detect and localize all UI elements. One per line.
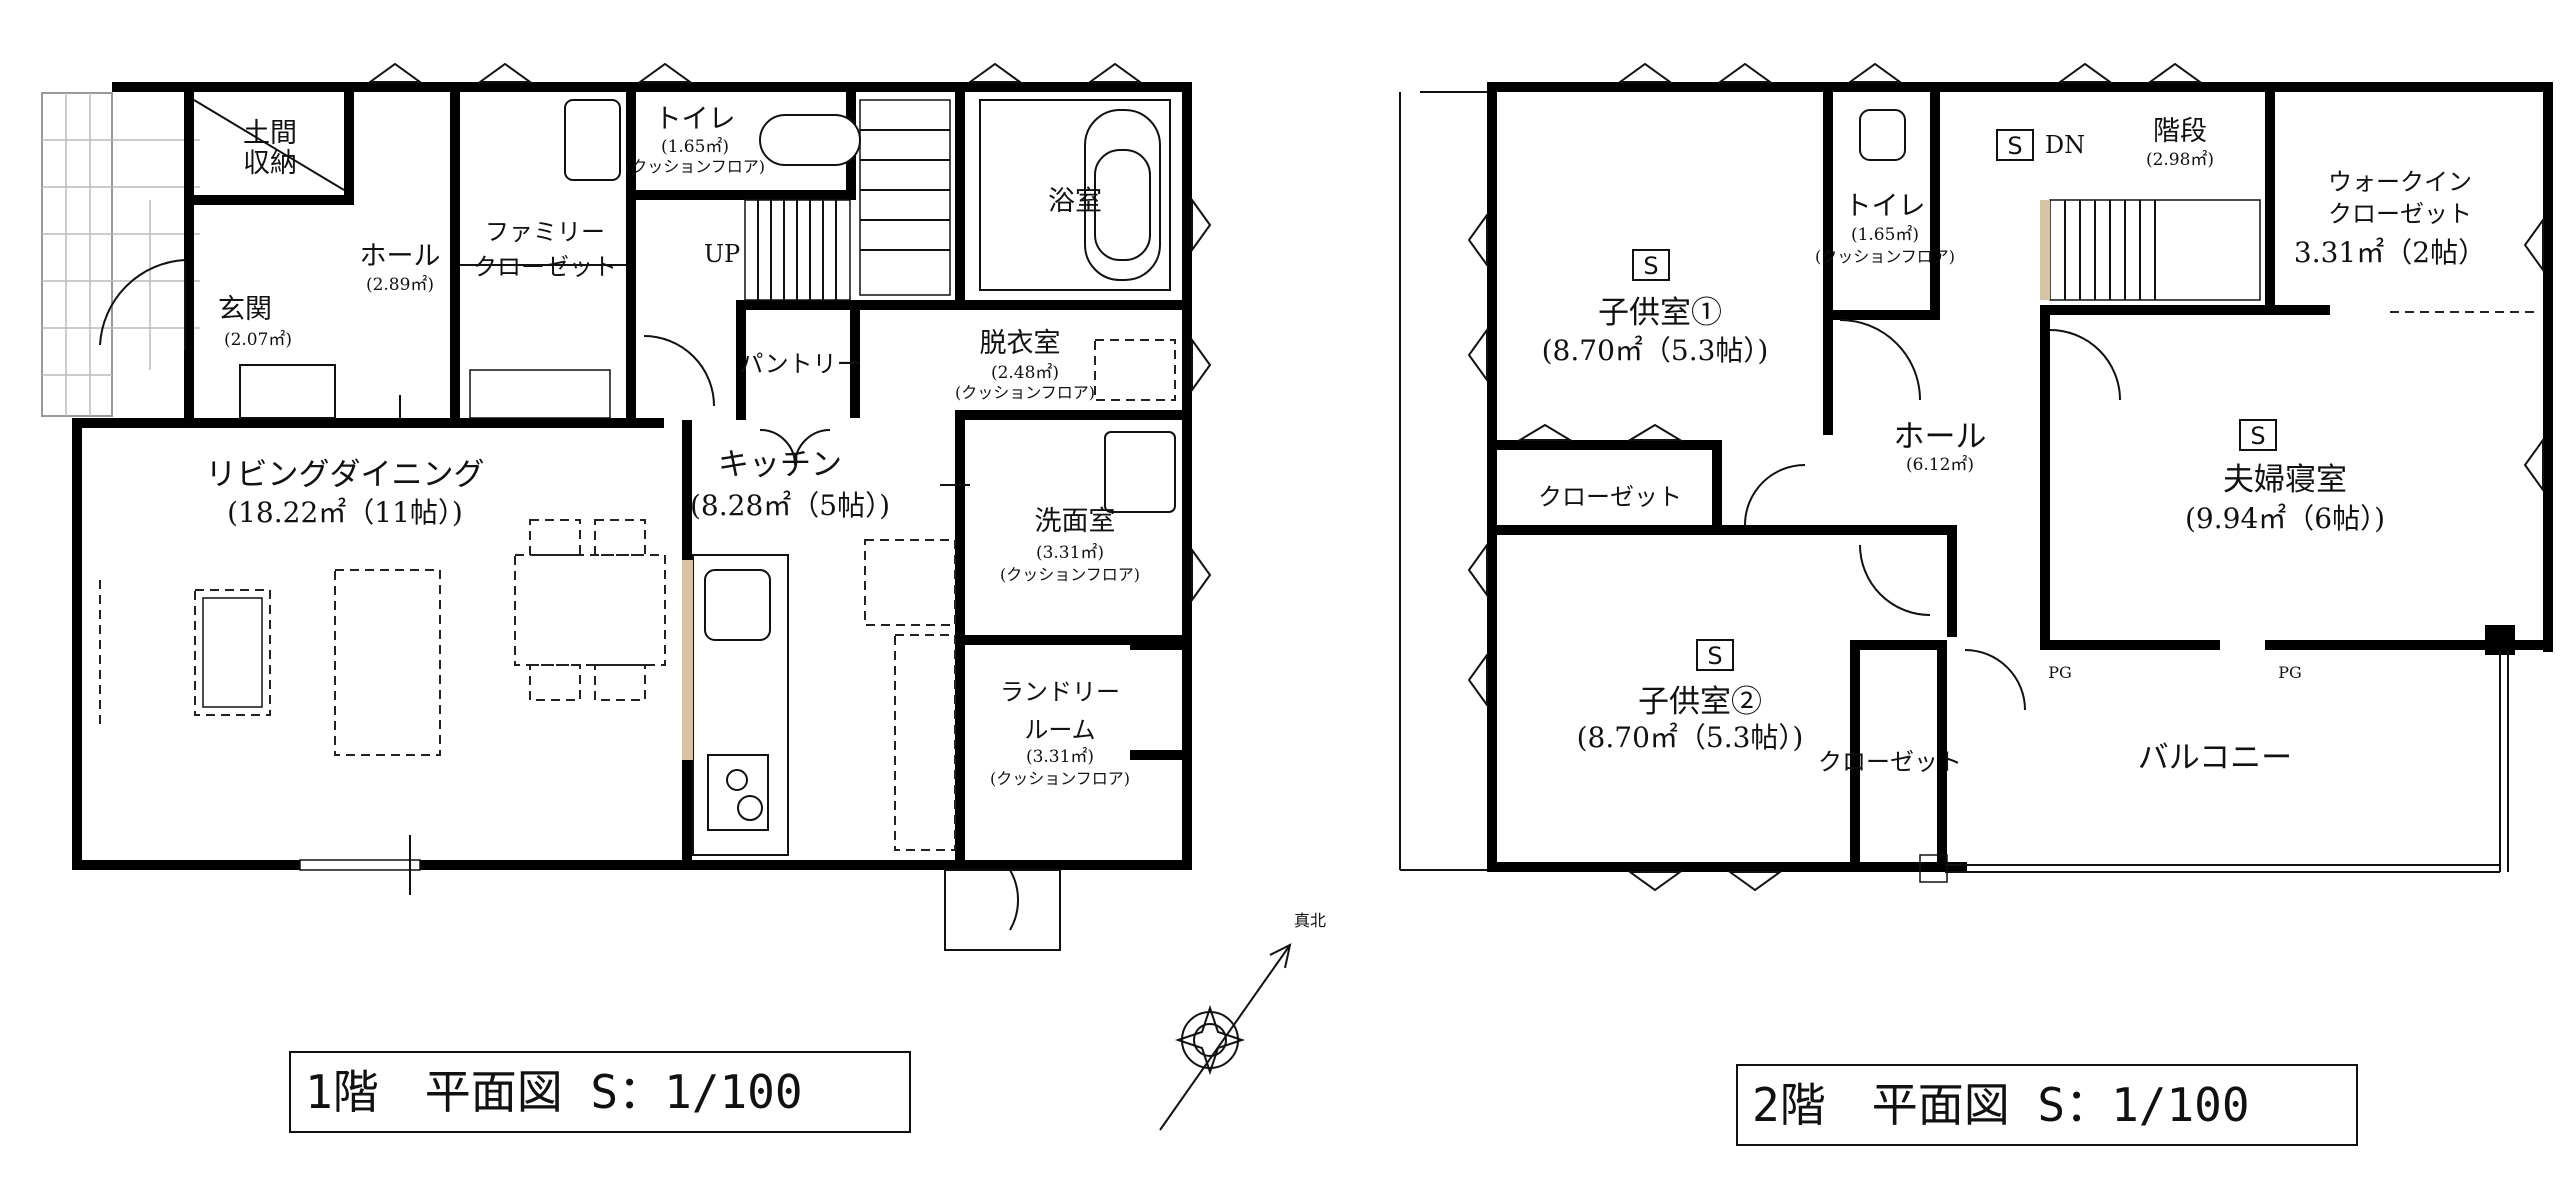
storage-label: 収納 [243, 148, 297, 179]
toilet-room-f2: トイレ (1.65㎡) (クッションフロア) [1815, 109, 1955, 401]
hall-area: (2.89㎡) [366, 275, 434, 295]
toilet-note-f2: (クッションフロア) [1815, 247, 1955, 266]
floor1-plan: 土間 収納 玄関 (2.07㎡) ホール (2.89㎡) ファミリー クローゼッ… [41, 62, 1212, 951]
master-s-mark: S [2250, 422, 2265, 450]
hall-f2: ホール (6.12㎡) [1859, 329, 2121, 711]
laundry-area: (3.31㎡) [1026, 747, 1094, 767]
child2-area: (8.70㎡（5.3帖）) [1577, 721, 1804, 754]
child1-label: 子供室① [1598, 295, 1722, 331]
toilet-note-f1: (クッションフロア) [625, 157, 765, 176]
floor1-title: 1階 平面図 S：1/100 [305, 1065, 803, 1119]
pg2-label: PG [2278, 663, 2302, 682]
child2-label: 子供室② [1638, 684, 1762, 720]
pg1-label: PG [2048, 663, 2072, 682]
wic-label1: ウォークイン [2328, 168, 2472, 196]
kitchen-room: キッチン (8.28㎡（5帖）) [682, 447, 970, 856]
toilet-area-f1: (1.65㎡) [661, 137, 729, 157]
dressing-label: 脱衣室 [980, 328, 1061, 359]
living-area: (18.22㎡（11帖）) [227, 496, 463, 529]
master-area: (9.94㎡（6帖）) [2185, 502, 2385, 535]
dressing-room: 脱衣室 (2.48㎡) (クッションフロア) [955, 328, 1176, 402]
stairs-f1: UP [704, 99, 951, 301]
balcony-label: バルコニー [2138, 740, 2292, 776]
stairs-s-mark: S [2007, 132, 2022, 160]
closet-label: クローゼット [1538, 483, 1682, 511]
washroom-area: (3.31㎡) [1036, 543, 1104, 563]
balcony: バルコニー [2138, 740, 2292, 776]
doma-storage: 土間 収納 [193, 99, 345, 191]
genkan-room: 玄関 (2.07㎡) [99, 259, 336, 419]
pantry-label: パントリー [739, 350, 860, 378]
balcony-outline [1399, 91, 2509, 883]
genkan-label: 玄関 [218, 294, 272, 325]
kitchen-area: (8.28㎡（5帖）) [690, 489, 890, 522]
family-closet-label2: クローゼット [473, 253, 617, 281]
living-label: リビングダイニング [206, 457, 485, 493]
up-label: UP [704, 240, 740, 268]
hall-f2-area: (6.12㎡) [1906, 455, 1974, 475]
wic-area: 3.31㎡（2帖） [2294, 236, 2486, 269]
closet-f2: クローゼット [1538, 464, 1806, 526]
north-compass: 真北 [1159, 911, 1326, 1131]
toilet-label-f2: トイレ [1845, 191, 1926, 222]
washroom-label: 洗面室 [1035, 506, 1116, 537]
genkan-area: (2.07㎡) [224, 330, 292, 350]
stairs-dn-label: DN [2045, 131, 2085, 159]
family-closet-label1: ファミリー [485, 218, 605, 246]
child2-s-mark: S [1707, 642, 1722, 670]
kitchen-label: キッチン [718, 447, 842, 483]
laundry-room: ランドリー ルーム (3.31㎡) (クッションフロア) [944, 678, 1130, 951]
laundry-note: (クッションフロア) [990, 769, 1130, 788]
child-room-2: 子供室② (8.70㎡（5.3帖）) クローゼット [1577, 684, 1962, 776]
hall-label: ホール [360, 241, 441, 272]
stairs-f2: DN 階段 (2.98㎡) [2040, 116, 2261, 301]
living-dining-room: リビングダイニング (18.22㎡（11帖）) [99, 457, 666, 895]
stairs-area: (2.98㎡) [2146, 150, 2214, 170]
pantry-room: パントリー [739, 350, 860, 378]
family-closet-room: ファミリー クローゼット [460, 218, 626, 419]
bath-label: 浴室 [1048, 186, 1102, 217]
child1-area: (8.70㎡（5.3帖）) [1542, 334, 1769, 367]
floor2-title-block: 2階 平面図 S：1/100 [1736, 1064, 2358, 1146]
washroom-note: (クッションフロア) [1000, 565, 1140, 584]
dressing-note: (クッションフロア) [955, 383, 1095, 402]
wic-label2: クローゼット [2328, 200, 2472, 228]
stairs-label: 階段 [2153, 116, 2207, 147]
hall-room: ホール (2.89㎡) [360, 241, 441, 418]
doma-label: 土間 [243, 118, 297, 149]
hall-f2-label: ホール [1894, 419, 1987, 455]
child-room-1: 子供室① (8.70㎡（5.3帖）) [1542, 295, 1769, 367]
master-bedroom: 夫婦寝室 (9.94㎡（6帖）) PG PG [2048, 462, 2385, 682]
floor2-title: 2階 平面図 S：1/100 [1752, 1078, 2250, 1132]
master-label: 夫婦寝室 [2223, 462, 2347, 498]
floor1-doors [643, 335, 831, 466]
closet2-label: クローゼット [1818, 748, 1962, 776]
child1-s-mark: S [1643, 252, 1658, 280]
entrance-porch [41, 92, 200, 417]
s-marks: S S S S [1632, 129, 2277, 671]
floor1-windows [299, 62, 1212, 871]
toilet-area-f2: (1.65㎡) [1851, 225, 1919, 245]
toilet-label-f1: トイレ [655, 104, 736, 135]
laundry-label2: ルーム [1024, 716, 1095, 744]
floor2-windows [1467, 62, 2544, 892]
walk-in-closet: ウォークイン クローゼット 3.31㎡（2帖） [2294, 168, 2540, 313]
toilet-room-f1: トイレ (1.65㎡) (クッションフロア) [564, 99, 861, 181]
laundry-label1: ランドリー [1000, 678, 1120, 706]
floor1-title-block: 1階 平面図 S：1/100 [289, 1051, 911, 1133]
dressing-area: (2.48㎡) [991, 363, 1059, 383]
north-label: 真北 [1294, 911, 1326, 930]
floor2-plan: S S S S 子供室① (8.70㎡（5.3帖）) トイレ (1.65㎡) (… [1399, 62, 2553, 892]
bath-room: 浴室 [979, 99, 1171, 291]
floor2-walls [1487, 82, 2553, 872]
washroom-room: 洗面室 (3.31㎡) (クッションフロア) [1000, 431, 1176, 584]
